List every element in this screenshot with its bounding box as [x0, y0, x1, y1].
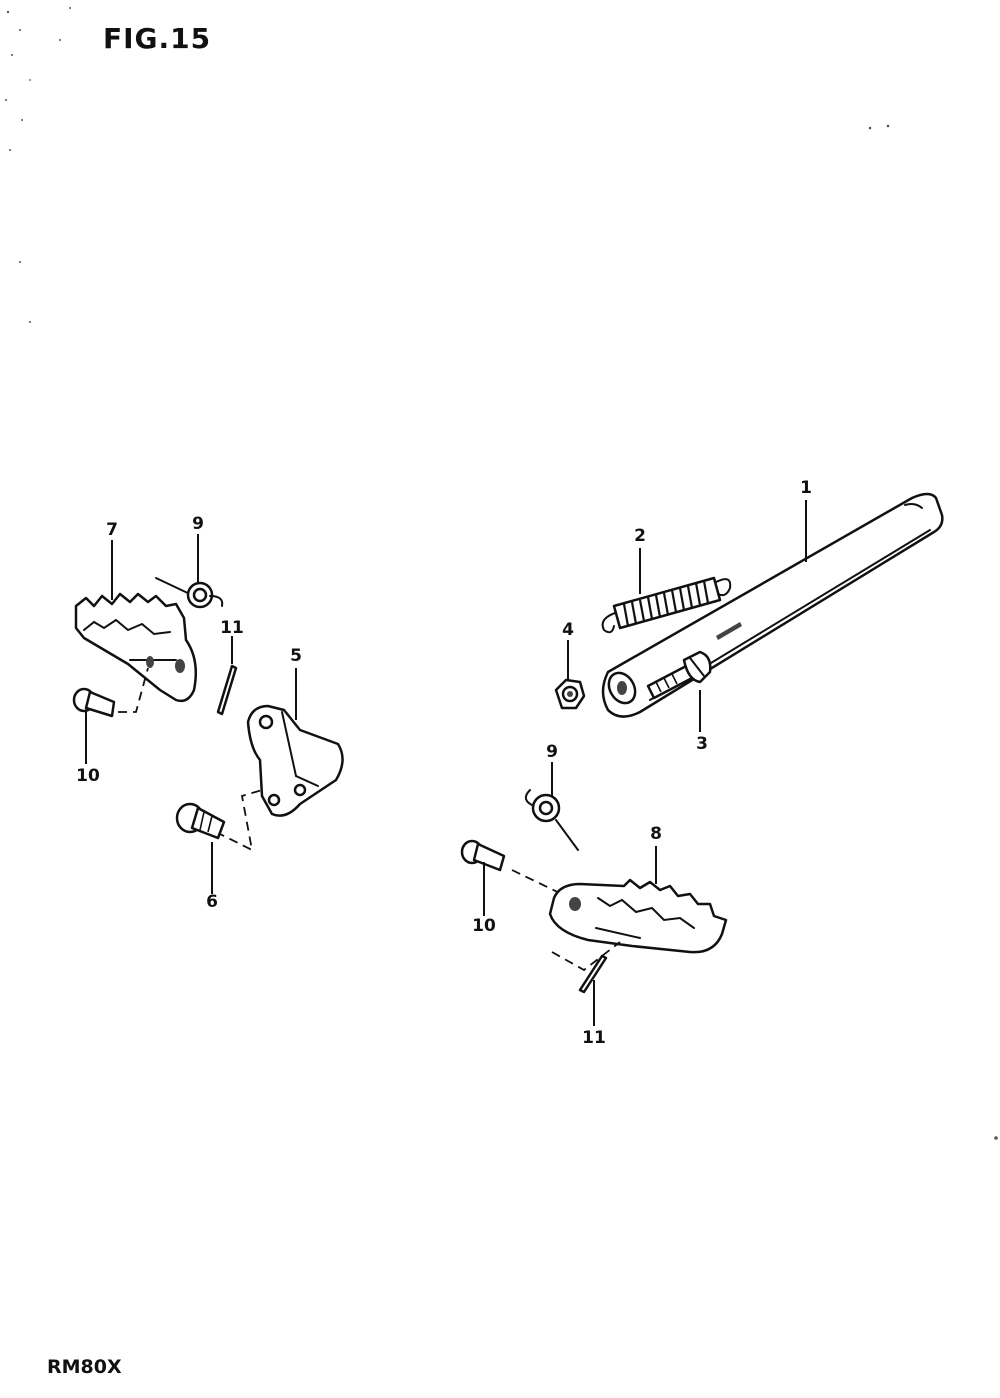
scan-noise: [5, 7, 998, 1140]
callout-8: 8: [650, 824, 662, 844]
leader-lines: [85, 500, 807, 1026]
callout-10-upper: 10: [76, 766, 100, 786]
assembly-line-bracket-bolt: [215, 789, 263, 852]
footrest-left-part-7: [74, 592, 197, 703]
flange-bolt-part-6: [175, 802, 226, 840]
callout-4: 4: [562, 620, 574, 640]
callout-9-upper: 9: [192, 514, 204, 534]
figure-title: FIG.15: [103, 22, 212, 55]
model-code: RM80X: [47, 1356, 122, 1378]
torsion-spring-part-9-upper: [155, 577, 224, 609]
callout-5: 5: [290, 646, 302, 666]
callout-3: 3: [696, 734, 708, 754]
callout-9-lower: 9: [546, 742, 558, 762]
assembly-line-right-cotter: [551, 941, 621, 972]
assembly-line-right-pin: [511, 869, 575, 901]
nut-part-4: [554, 678, 586, 710]
clevis-pin-part-10-upper: [72, 687, 116, 718]
callout-2: 2: [634, 526, 646, 546]
cotter-pin-part-11-upper: [216, 664, 238, 716]
callout-11-upper: 11: [220, 618, 244, 638]
callout-7: 7: [106, 520, 118, 540]
clevis-pin-part-10-lower: [460, 839, 506, 872]
footrest-right-part-8: [548, 878, 728, 954]
torsion-spring-part-9-lower: [524, 789, 579, 851]
callout-11-lower: 11: [582, 1028, 606, 1048]
callout-1: 1: [800, 478, 812, 498]
spring-part-2: [601, 576, 732, 634]
bracket-part-5: [246, 704, 344, 817]
cotter-pin-part-11-lower: [578, 954, 608, 994]
assembly-line-left-pin: [118, 667, 149, 713]
bolt-part-3: [646, 650, 712, 700]
callout-6: 6: [206, 892, 218, 912]
callout-10-lower: 10: [472, 916, 496, 936]
